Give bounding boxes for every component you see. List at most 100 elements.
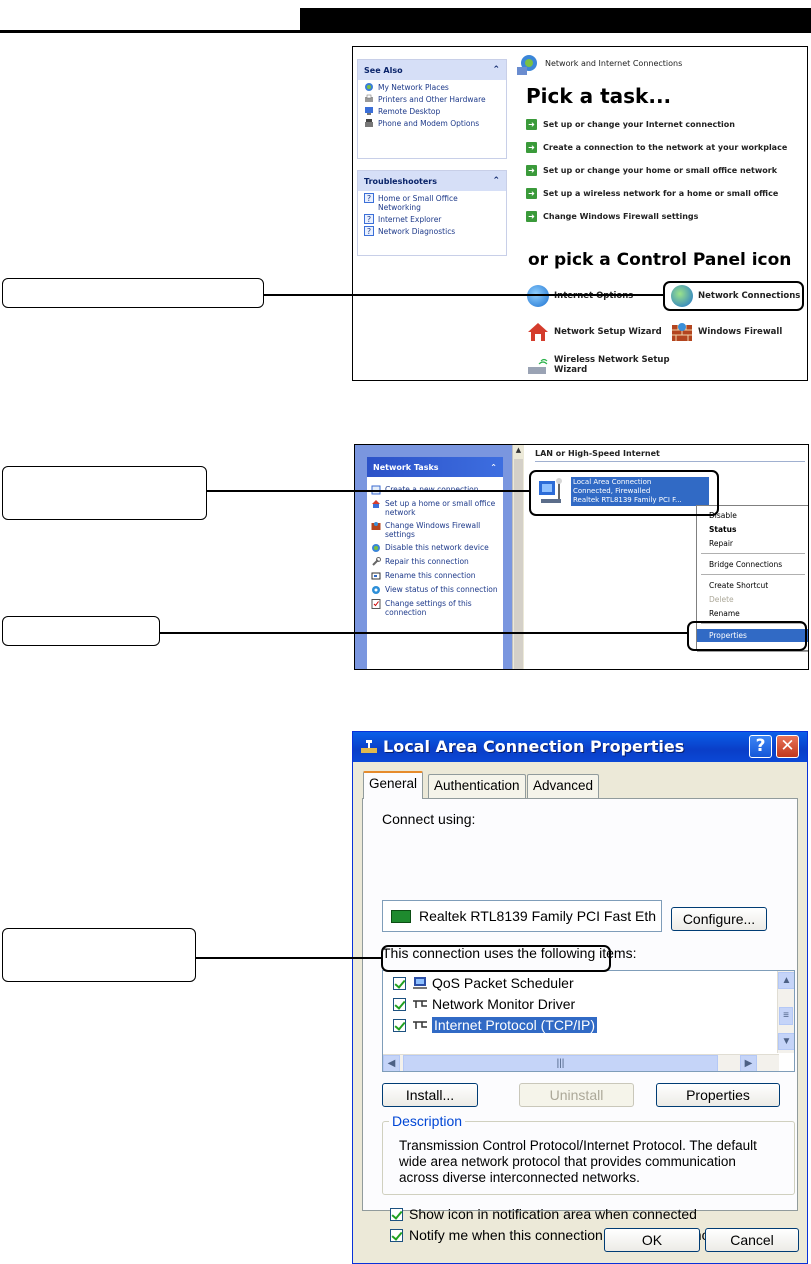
link-phone-modem[interactable]: Phone and Modem Options	[364, 119, 500, 128]
scroll-down-icon[interactable]: ▼	[778, 1033, 794, 1050]
checkbox-notify[interactable]	[390, 1228, 403, 1242]
menu-disable[interactable]: Disable	[709, 511, 737, 520]
local-area-connection-item[interactable]: Local Area Connection Connected, Firewal…	[533, 475, 711, 513]
highlight-tcpip-item	[381, 945, 611, 972]
checkbox-netmon[interactable]	[393, 997, 406, 1011]
menu-bridge-connections[interactable]: Bridge Connections	[709, 560, 783, 569]
scroll-up-icon[interactable]: ▲	[515, 446, 522, 454]
task-pane-scrollbar[interactable]: ▲	[512, 445, 524, 669]
list-item-qos[interactable]: QoS Packet Scheduler	[393, 973, 574, 993]
see-also-box: See Also⌃ My Network Places Printers and…	[357, 59, 507, 159]
svg-text:?: ?	[367, 194, 371, 203]
scroll-up-icon[interactable]: ▲	[778, 972, 794, 989]
help-icon: ?	[364, 193, 374, 203]
header-rule	[0, 30, 300, 33]
configure-button[interactable]: Configure...	[671, 907, 767, 931]
highlight-properties-menu	[687, 621, 807, 651]
items-label: This connection uses the following items…	[382, 945, 637, 961]
link-remote-desktop[interactable]: Remote Desktop	[364, 107, 500, 116]
troubleshooters-box: Troubleshooters⌃ ?Home or Small Office N…	[357, 170, 507, 256]
tab-authentication[interactable]: Authentication	[428, 774, 526, 798]
collapse-chevron-icon[interactable]: ⌃	[492, 65, 500, 75]
list-item-netmon[interactable]: Network Monitor Driver	[393, 994, 575, 1014]
context-menu: Disable Status Repair Bridge Connections…	[696, 505, 808, 651]
collapse-chevron-icon[interactable]: ⌃	[492, 176, 500, 186]
network-tasks-box: Network Tasks⌃ Create a new connection S…	[367, 457, 503, 669]
show-icon-option[interactable]: Show icon in notification area when conn…	[390, 1206, 697, 1222]
link-home-networking[interactable]: ?Home or Small Office Networking	[364, 193, 500, 212]
menu-create-shortcut[interactable]: Create Shortcut	[709, 581, 769, 590]
connect-using-label: Connect using:	[382, 811, 476, 827]
status-icon	[372, 586, 380, 594]
task-internet-connection[interactable]: ➜Set up or change your Internet connecti…	[526, 119, 735, 130]
highlight-network-connections	[663, 281, 804, 311]
link-network-diagnostics[interactable]: ?Network Diagnostics	[364, 226, 500, 236]
tab-general[interactable]: General	[363, 771, 424, 799]
icon-network-setup-wizard[interactable]: Network Setup Wizard	[527, 321, 662, 343]
printer-icon	[365, 94, 373, 102]
leader-line-3	[160, 632, 688, 634]
scroll-left-icon[interactable]: ◀	[383, 1055, 400, 1071]
list-item-tcpip[interactable]: Internet Protocol (TCP/IP)	[393, 1015, 598, 1035]
settings-checklist-icon	[371, 599, 381, 609]
svg-text:?: ?	[367, 215, 371, 224]
task-firewall-settings[interactable]: ➜Change Windows Firewall settings	[526, 211, 698, 222]
computer-icon	[413, 977, 427, 989]
icon-internet-options[interactable]: Internet Options	[527, 285, 633, 307]
menu-separator	[701, 553, 805, 554]
menu-rename[interactable]: Rename	[709, 609, 740, 618]
callout-box-4	[2, 928, 196, 982]
pick-a-task-heading: Pick a task...	[526, 84, 672, 108]
task-view-status[interactable]: View status of this connection	[371, 585, 499, 595]
help-button[interactable]: ?	[749, 735, 772, 758]
link-internet-explorer[interactable]: ?Internet Explorer	[364, 214, 500, 224]
list-vertical-scrollbar[interactable]: ▲ ≡ ▼	[777, 971, 794, 1053]
install-button[interactable]: Install...	[382, 1083, 478, 1107]
menu-properties[interactable]: Properties	[697, 629, 808, 642]
icon-wireless-setup[interactable]: Wireless Network Setup Wizard	[527, 355, 694, 377]
highlight-local-area-connection	[529, 470, 719, 516]
scroll-thumb[interactable]: ≡	[779, 1007, 793, 1025]
checkbox-tcpip[interactable]	[393, 1018, 406, 1032]
link-printers[interactable]: Printers and Other Hardware	[364, 94, 500, 104]
collapse-chevron-icon[interactable]: ⌃	[490, 462, 497, 472]
tab-advanced[interactable]: Advanced	[527, 774, 600, 798]
properties-dialog: Local Area Connection Properties ? ✕ Gen…	[352, 731, 808, 1264]
task-disable-device[interactable]: Disable this network device	[371, 543, 499, 553]
connection-label: Local Area Connection Connected, Firewal…	[571, 477, 709, 506]
checkbox-qos[interactable]	[393, 976, 406, 990]
leader-line-2	[207, 490, 530, 492]
callout-box-2	[2, 466, 207, 520]
task-change-firewall[interactable]: Change Windows Firewall settings	[371, 521, 499, 539]
group-rule	[535, 461, 805, 462]
phone-icon	[365, 119, 373, 127]
cancel-button[interactable]: Cancel	[705, 1228, 799, 1252]
wireless-icon	[528, 358, 548, 374]
checkbox-show-icon[interactable]	[390, 1207, 403, 1221]
callout-box-3	[2, 616, 160, 646]
scroll-right-icon[interactable]: ▶	[740, 1055, 757, 1071]
list-horizontal-scrollbar[interactable]: ◀ ||| ▶	[383, 1054, 779, 1071]
task-setup-home-network[interactable]: Set up a home or small office network	[371, 499, 499, 517]
protocol-icon	[413, 1000, 427, 1008]
task-workplace-connection[interactable]: ➜Create a connection to the network at y…	[526, 142, 787, 153]
task-change-settings[interactable]: Change settings of this connection	[371, 599, 499, 617]
callout-box-1	[2, 278, 264, 308]
icon-network-connections[interactable]: Network Connections	[671, 285, 800, 307]
wrench-icon	[372, 557, 381, 566]
task-home-network[interactable]: ➜Set up or change your home or small off…	[526, 165, 777, 176]
task-repair-connection[interactable]: Repair this connection	[371, 557, 499, 567]
task-rename-connection[interactable]: Rename this connection	[371, 571, 499, 581]
scroll-thumb[interactable]: |||	[403, 1055, 718, 1071]
properties-button[interactable]: Properties	[656, 1083, 780, 1107]
link-my-network-places[interactable]: My Network Places	[364, 83, 500, 92]
arrow-right-icon: ➜	[526, 142, 537, 153]
ok-button[interactable]: OK	[604, 1228, 700, 1252]
arrow-right-icon: ➜	[526, 119, 537, 130]
menu-status[interactable]: Status	[709, 525, 737, 534]
close-button[interactable]: ✕	[776, 735, 799, 758]
icon-windows-firewall[interactable]: Windows Firewall	[671, 321, 782, 343]
scroll-thumb[interactable]	[514, 459, 523, 669]
task-wireless-network[interactable]: ➜Set up a wireless network for a home or…	[526, 188, 778, 199]
menu-repair[interactable]: Repair	[709, 539, 734, 548]
